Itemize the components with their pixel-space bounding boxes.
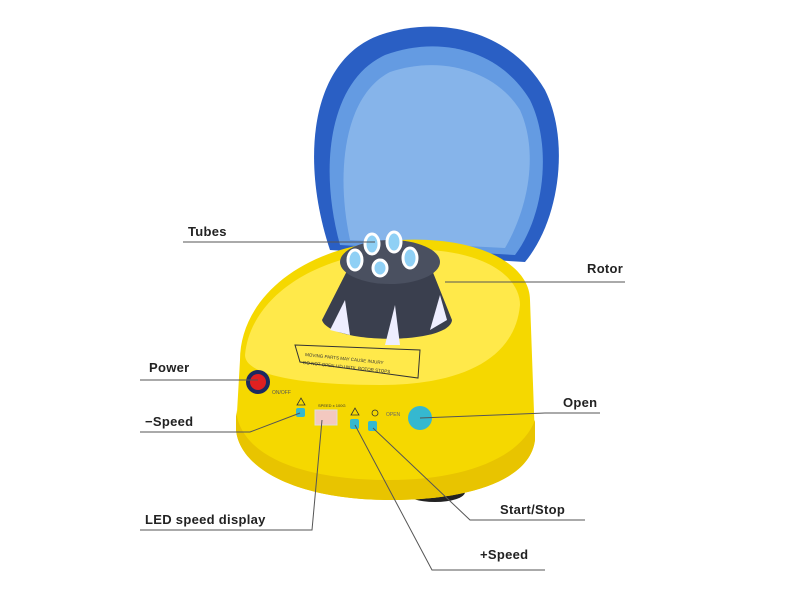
- leader-lines: [140, 241, 625, 571]
- rotor: [322, 230, 452, 345]
- label-plus-speed: +Speed: [480, 547, 529, 562]
- body: [236, 239, 535, 502]
- open-caption: OPEN: [386, 412, 401, 418]
- label-tubes: Tubes: [188, 224, 227, 239]
- down-arrow-icon: [296, 397, 306, 406]
- up-arrow-icon: [350, 407, 360, 416]
- label-led-speed-display: LED speed display: [145, 512, 266, 527]
- power-caption: ON/OFF: [272, 390, 291, 396]
- tubes: [346, 230, 419, 278]
- label-rotor: Rotor: [587, 261, 624, 276]
- label-minus-speed: −Speed: [145, 414, 194, 429]
- plus-speed-button[interactable]: [350, 419, 359, 429]
- lid: [314, 26, 559, 263]
- label-start-stop: Start/Stop: [500, 502, 566, 517]
- start-stop-button[interactable]: [368, 421, 377, 431]
- label-open: Open: [563, 395, 598, 410]
- display-caption: SPEED x 100G: [318, 403, 346, 408]
- power-symbol-icon: [371, 409, 379, 417]
- label-power: Power: [149, 360, 190, 375]
- minus-speed-button[interactable]: [296, 408, 305, 417]
- led-speed-display: [314, 409, 338, 426]
